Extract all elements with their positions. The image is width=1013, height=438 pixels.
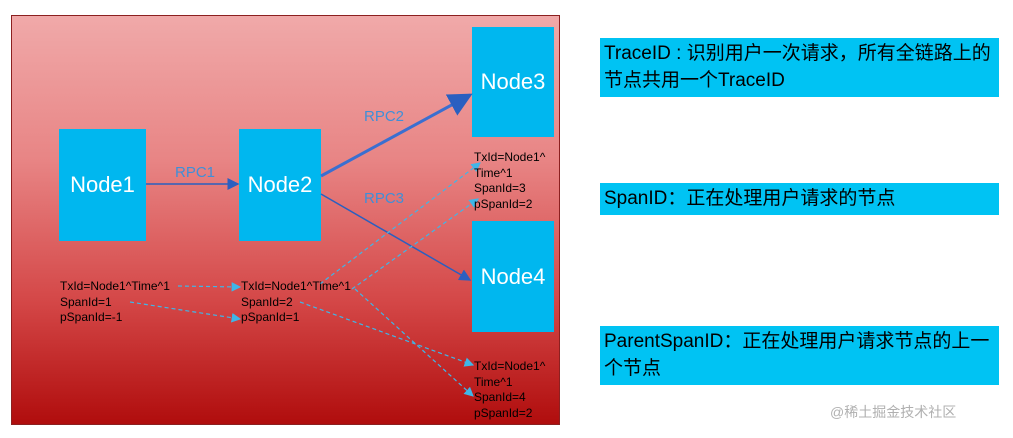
node2-box: Node2 [239,129,321,241]
span-info-node2: TxId=Node1^Time^1 SpanId=2 pSpanId=1 [241,279,351,326]
trace-id-definition: TraceID : 识别用户一次请求，所有全链路上的节点共用一个TraceID [600,38,999,97]
span-line: SpanId=1 [60,294,112,309]
span-line: pSpanId=1 [241,310,300,324]
node3-label: Node3 [480,69,546,94]
rpc1-label: RPC1 [175,164,216,181]
span-line: TxId=Node1^ [474,150,546,164]
span-line: Time^1 [474,165,513,180]
watermark: @稀土掘金技术社区 [830,404,957,420]
rpc3-label: RPC3 [364,190,405,207]
span-line: pSpanId=2 [474,196,533,211]
span-info-node4: TxId=Node1^ Time^1 SpanId=4 pSpanId=2 [474,359,545,421]
span-line: SpanId=3 [474,181,526,195]
node4-box: Node4 [472,221,554,332]
span-line: TxId=Node1^ [474,359,546,373]
span-line: pSpanId=2 [474,405,533,420]
parent-span-id-definition: ParentSpanID：正在处理用户请求节点的上一个节点 [600,326,999,385]
span-info-node1: TxId=Node1^Time^1 SpanId=1 pSpanId=-1 [60,279,170,326]
node4-label: Node4 [480,263,546,289]
span-id-definition: SpanID：正在处理用户请求的节点 [600,183,999,215]
span-line: Time^1 [474,374,513,389]
rpc2-label: RPC2 [364,108,405,125]
span-line: SpanId=4 [474,390,526,404]
span-info-node3: TxId=Node1^ Time^1 SpanId=3 pSpanId=2 [474,150,545,212]
node2-label: Node2 [247,172,313,197]
node3-box: Node3 [472,27,554,137]
span-line: pSpanId=-1 [60,310,123,324]
node1-box: Node1 [59,129,146,241]
span-line: TxId=Node1^Time^1 [60,279,170,293]
span-line: SpanId=2 [241,294,293,309]
span-line: TxId=Node1^Time^1 [241,279,351,293]
node1-label: Node1 [70,172,135,197]
